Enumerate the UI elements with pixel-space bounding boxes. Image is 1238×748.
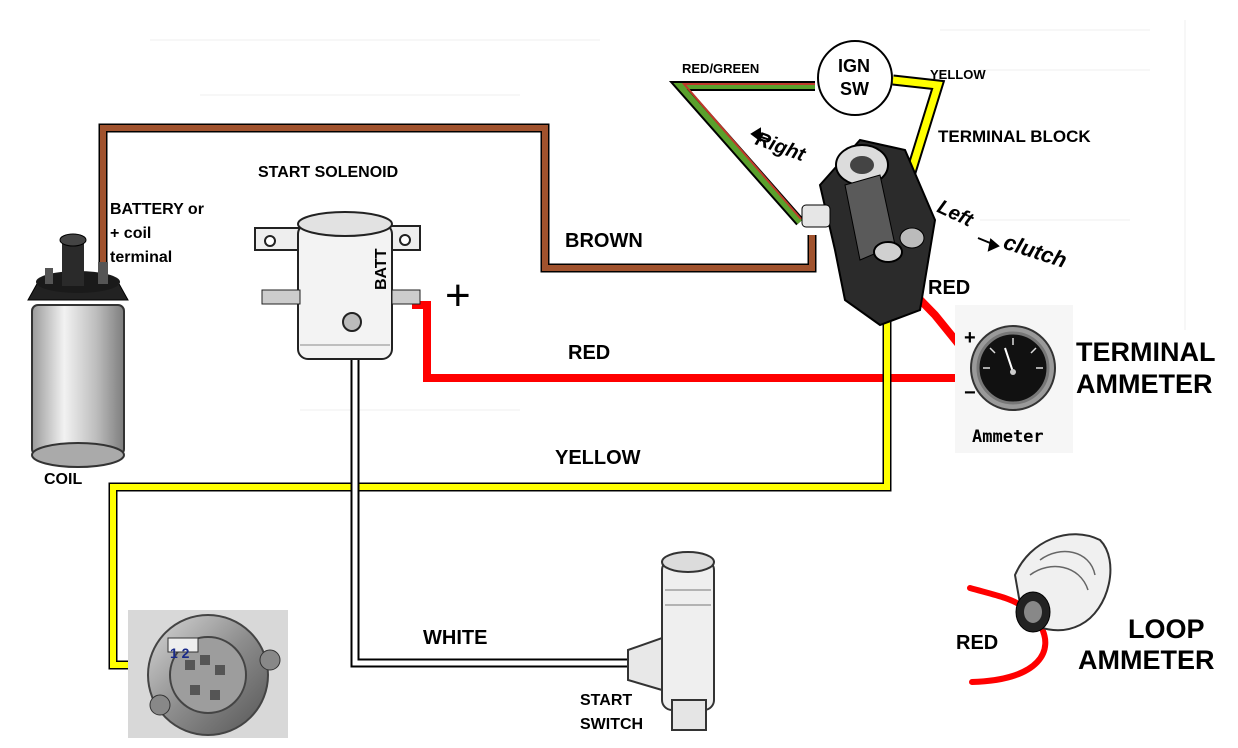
coil-plus-label: + coil	[110, 225, 152, 242]
yellow-wire-label: YELLOW	[555, 447, 641, 469]
terminal-ammeter-label-1: TERMINAL	[1076, 337, 1216, 367]
ignition-coil	[27, 233, 129, 468]
brown-wire-label: BROWN	[565, 230, 643, 252]
terminal-ammeter-label-2: AMMETER	[1076, 369, 1213, 399]
terminal-ammeter	[955, 305, 1073, 453]
red-wire-label: RED	[568, 342, 611, 364]
coil-terminal-label: terminal	[110, 249, 173, 266]
red-block-label: RED	[928, 277, 971, 299]
yellow-top-label: YELLOW	[930, 67, 986, 82]
ign-switch-label-2: SW	[840, 79, 869, 99]
background-texture	[150, 20, 1186, 411]
yellow-wire-main	[108, 265, 892, 670]
loop-ammeter-label-2: AMMETER	[1078, 645, 1215, 675]
alternator-terminals-label: 1 2	[170, 645, 190, 661]
red-wire-solenoid	[412, 301, 960, 382]
ignition-switch	[817, 40, 893, 116]
start-solenoid	[254, 211, 421, 360]
red-green-wire	[668, 81, 815, 226]
direction-arrows	[750, 127, 1000, 252]
terminal-block-label: TERMINAL BLOCK	[938, 127, 1091, 146]
start-switch	[627, 551, 715, 731]
start-solenoid-label: START SOLENOID	[258, 164, 399, 181]
solenoid-plus-label: +	[445, 271, 471, 320]
loop-ammeter-label-1: LOOP	[1128, 614, 1205, 644]
alternator	[128, 610, 288, 738]
batt-label: BATT	[373, 248, 390, 290]
start-switch-label-1: START	[580, 692, 633, 709]
terminal-block	[801, 138, 937, 327]
loop-ammeter	[1013, 533, 1112, 633]
red-green-label: RED/GREEN	[682, 61, 760, 76]
loop-red-label: RED	[956, 632, 999, 654]
ammeter-plus-label: +	[964, 327, 976, 349]
white-wire-label: WHITE	[423, 627, 488, 649]
ammeter-minus-label: −	[964, 382, 976, 404]
ign-switch-label-1: IGN	[838, 56, 871, 76]
coil-label: COIL	[44, 471, 83, 488]
start-switch-label-2: SWITCH	[580, 716, 644, 733]
white-wire	[350, 335, 630, 668]
ammeter-caption: Ammeter	[972, 427, 1044, 447]
brown-wire	[98, 123, 817, 273]
coil-battery-label: BATTERY or	[110, 201, 204, 218]
